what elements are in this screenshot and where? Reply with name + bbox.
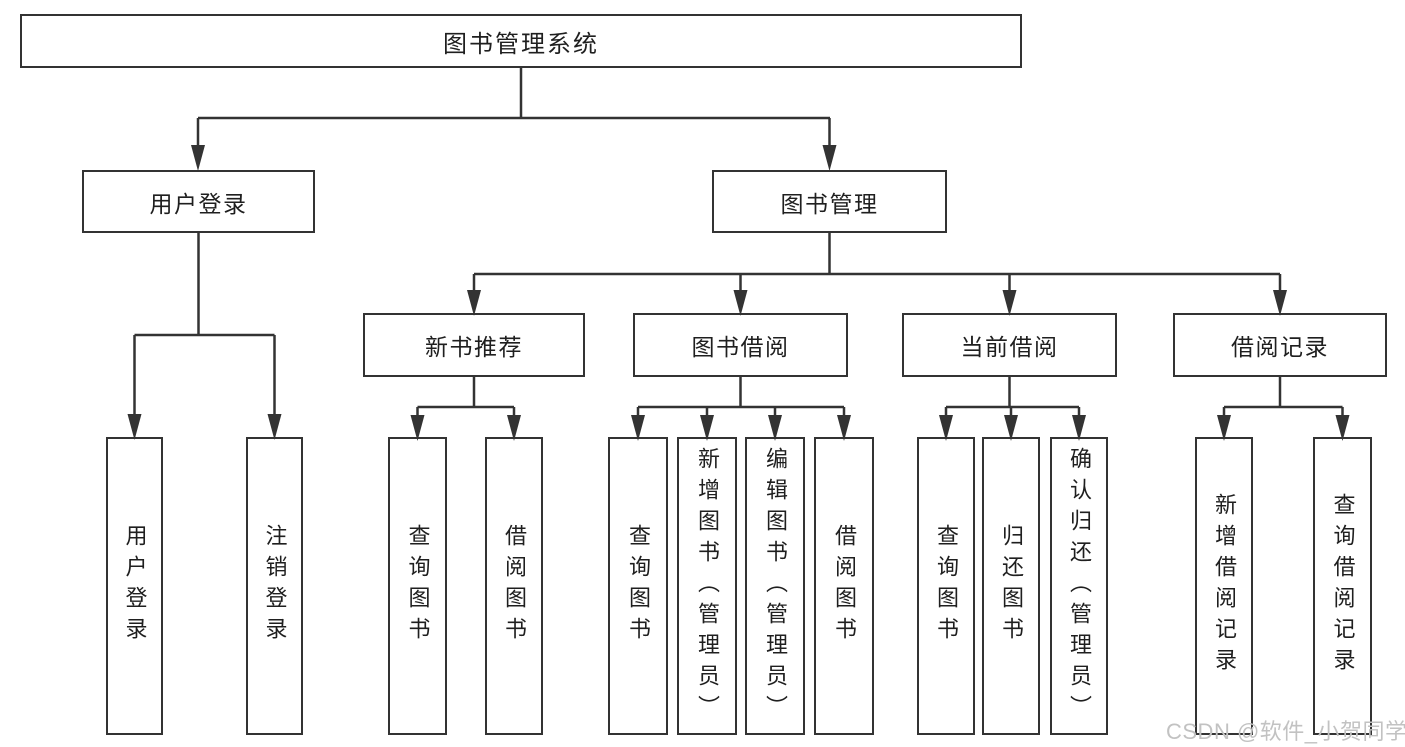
- leaf-confirm-return-admin: 确认归还（管理员）: [1050, 437, 1108, 735]
- node-book-borrowing: 图书借阅: [633, 313, 848, 377]
- node-borrowing-records: 借阅记录: [1173, 313, 1387, 377]
- leaf-edit-book-admin: 编辑图书（管理员）: [745, 437, 805, 735]
- leaf-user-login: 用户登录: [106, 437, 163, 735]
- node-label: 查询图书: [934, 524, 959, 648]
- node-label: 确认归还（管理员）: [1067, 446, 1092, 726]
- node-user-login: 用户登录: [82, 170, 315, 233]
- node-label: 编辑图书（管理员）: [763, 446, 788, 726]
- leaf-add-borrow-record: 新增借阅记录: [1195, 437, 1253, 735]
- leaf-query-book-current: 查询图书: [917, 437, 975, 735]
- node-label: 图书管理系统: [443, 30, 599, 58]
- node-label: 新增图书（管理员）: [695, 446, 720, 726]
- node-label: 借阅记录: [1231, 334, 1329, 360]
- node-label: 用户登录: [122, 524, 148, 648]
- node-label: 图书借阅: [691, 334, 790, 360]
- node-label: 当前借阅: [960, 334, 1059, 360]
- node-label: 查询借阅记录: [1330, 493, 1356, 679]
- node-label: 借阅图书: [502, 524, 527, 648]
- node-library-management-system: 图书管理系统: [20, 14, 1022, 68]
- leaf-add-book-admin: 新增图书（管理员）: [677, 437, 737, 735]
- node-label: 新增借阅记录: [1212, 493, 1237, 679]
- leaf-borrow-book-recommend: 借阅图书: [485, 437, 543, 735]
- csdn-watermark: CSDN @软件_小贺同学: [1166, 719, 1405, 744]
- node-current-borrowing: 当前借阅: [902, 313, 1117, 377]
- node-label: 新书推荐: [425, 334, 523, 360]
- node-label: 图书管理: [780, 190, 879, 217]
- leaf-query-book-borrowing: 查询图书: [608, 437, 668, 735]
- node-label: 归还图书: [999, 524, 1024, 648]
- node-label: 用户登录: [149, 190, 248, 217]
- node-label: 查询图书: [626, 524, 651, 648]
- node-new-book-recommendation: 新书推荐: [363, 313, 585, 377]
- node-label: 注销登录: [262, 524, 288, 648]
- leaf-borrow-book: 借阅图书: [814, 437, 874, 735]
- node-label: 查询图书: [405, 524, 431, 648]
- leaf-query-book-recommend: 查询图书: [388, 437, 447, 735]
- leaf-logout: 注销登录: [246, 437, 303, 735]
- leaf-return-book: 归还图书: [982, 437, 1040, 735]
- node-label: 借阅图书: [832, 524, 857, 648]
- leaf-query-borrow-record: 查询借阅记录: [1313, 437, 1372, 735]
- node-book-management: 图书管理: [712, 170, 947, 233]
